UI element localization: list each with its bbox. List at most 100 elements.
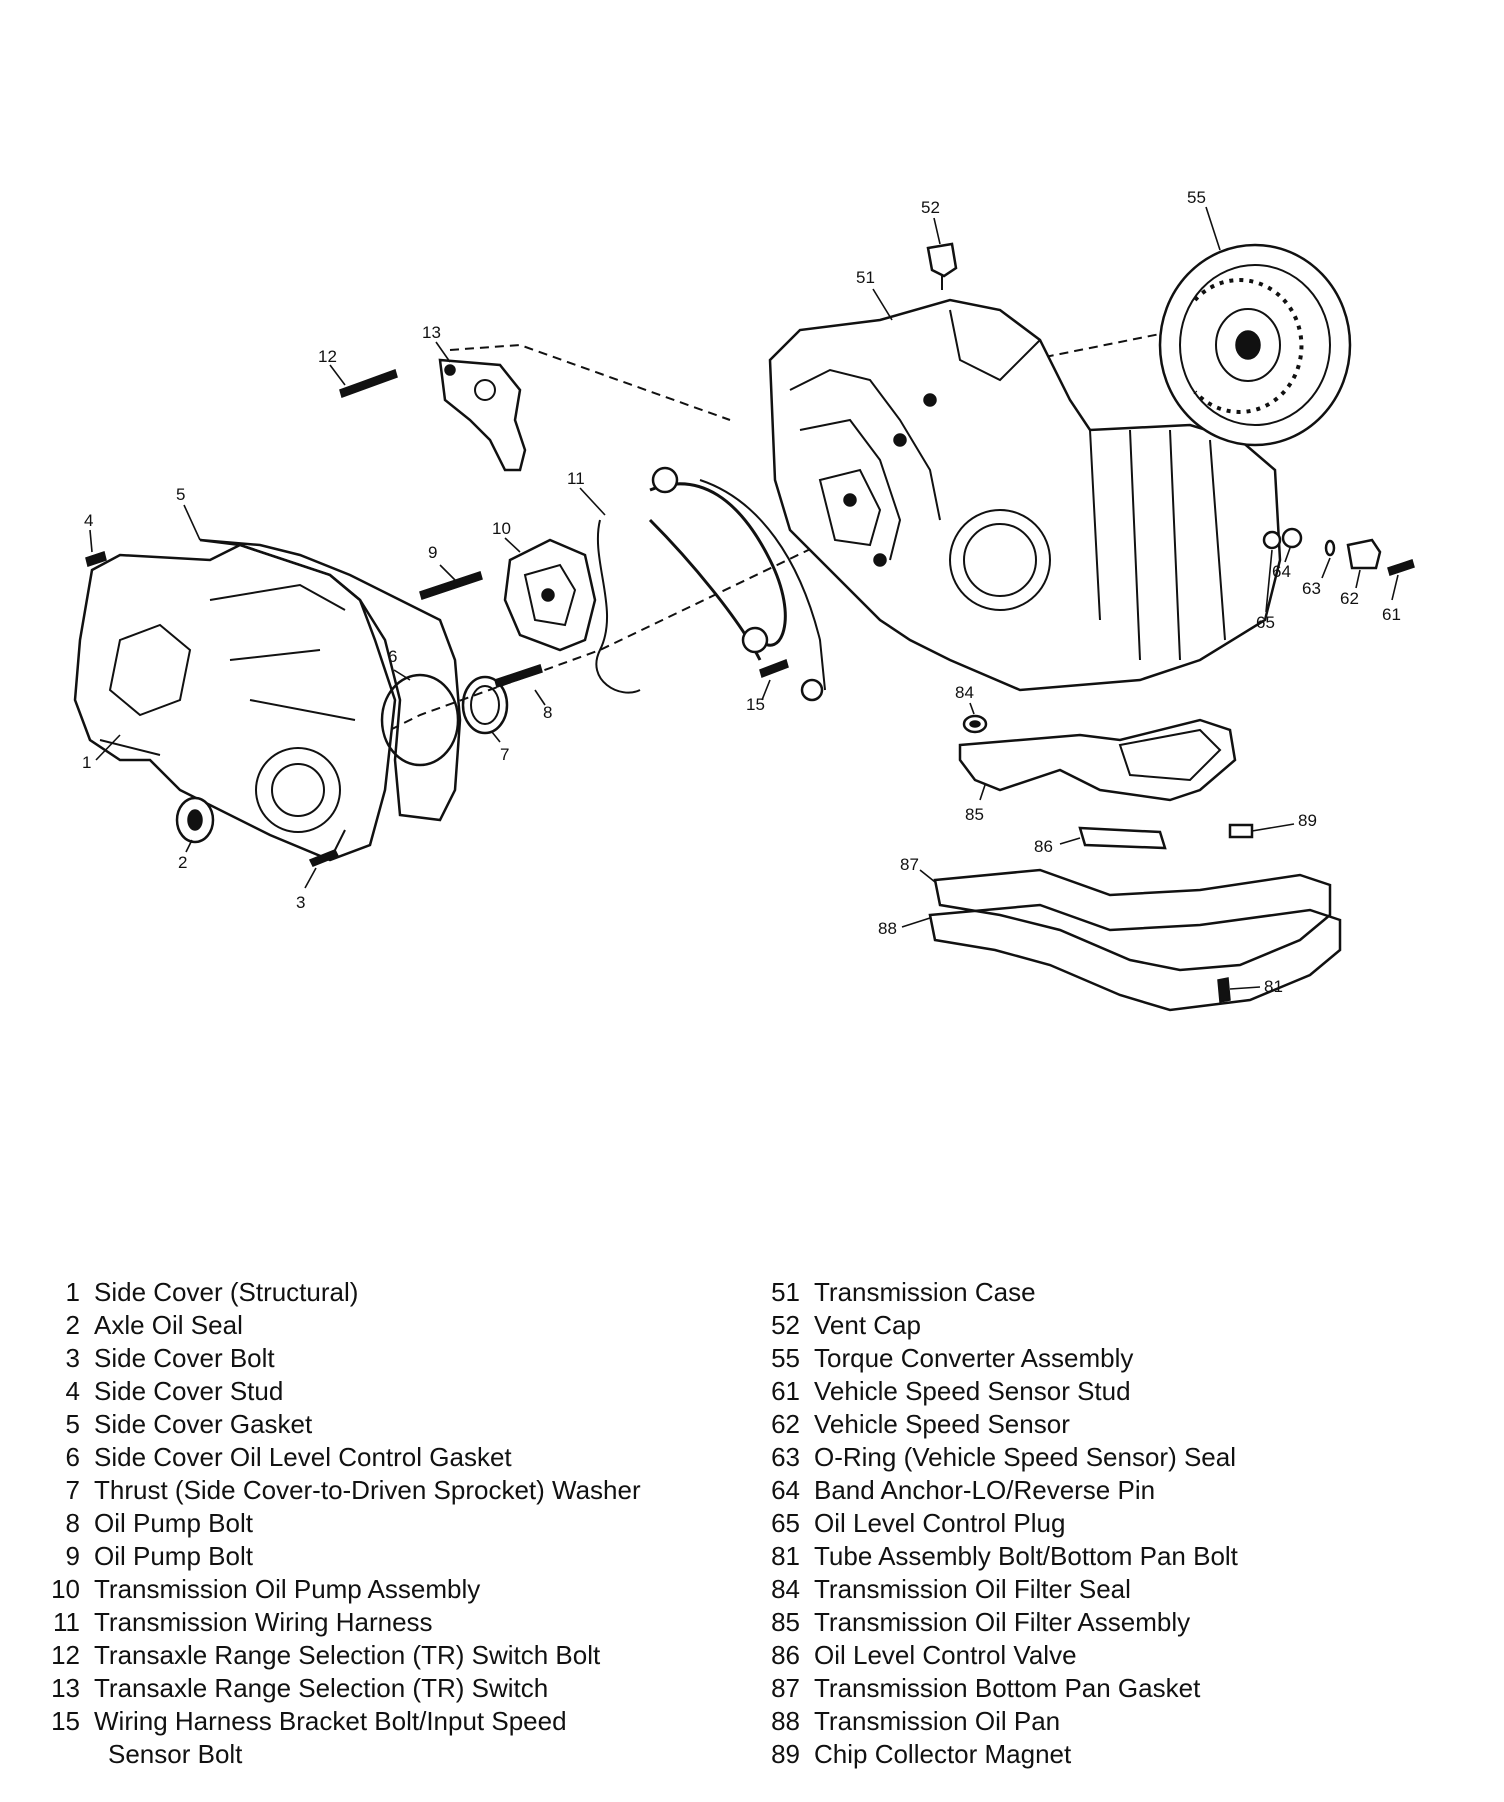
thrust-washer bbox=[461, 675, 509, 735]
legend-text: Side Cover Oil Level Control Gasket bbox=[94, 1442, 512, 1472]
legend-number: 5 bbox=[65, 1409, 80, 1439]
legend-text: O-Ring (Vehicle Speed Sensor) Seal bbox=[814, 1442, 1237, 1472]
legend-text: Side Cover Stud bbox=[94, 1376, 284, 1406]
vehicle-speed-sensor bbox=[1346, 538, 1382, 570]
legend-text: Transmission Oil Pump Assembly bbox=[94, 1574, 481, 1604]
callout-1: 1 bbox=[82, 753, 91, 772]
wiring-harness bbox=[595, 466, 826, 702]
legend-number: 55 bbox=[771, 1343, 800, 1373]
tr-switch bbox=[438, 358, 527, 472]
legend-number: 7 bbox=[65, 1475, 80, 1505]
oil-level-control-plug bbox=[1262, 530, 1282, 550]
band-anchor-pin bbox=[1281, 527, 1303, 549]
legend-text: Transmission Oil Filter Assembly bbox=[814, 1607, 1191, 1637]
legend-item: 81 Tube Assembly Bolt/Bottom Pan Bolt bbox=[760, 1540, 1480, 1573]
legend-text: Oil Pump Bolt bbox=[94, 1508, 253, 1538]
legend-text: Transmission Oil Pan bbox=[814, 1706, 1061, 1736]
callout-4: 4 bbox=[84, 511, 93, 530]
legend-number: 84 bbox=[771, 1574, 800, 1604]
oil-level-control-valve bbox=[1078, 826, 1167, 850]
oil-filter-seal bbox=[962, 714, 988, 734]
leader-lines bbox=[89, 206, 1399, 990]
legend-item: 65 Oil Level Control Plug bbox=[760, 1507, 1480, 1540]
callout-11: 11 bbox=[567, 469, 585, 488]
legend-number: 63 bbox=[771, 1442, 800, 1472]
legend-text: Thrust (Side Cover-to-Driven Sprocket) W… bbox=[94, 1475, 641, 1505]
legend-text: Side Cover Bolt bbox=[94, 1343, 275, 1373]
legend-text: Wiring Harness Bracket Bolt/Input Speed bbox=[94, 1706, 567, 1736]
callout-65: 65 bbox=[1256, 613, 1275, 632]
legend-number: 64 bbox=[771, 1475, 800, 1505]
legend-number: 52 bbox=[771, 1310, 800, 1340]
legend-text-continued: Sensor Bolt bbox=[108, 1739, 243, 1769]
legend-number: 81 bbox=[771, 1541, 800, 1571]
legend-item: 10 Transmission Oil Pump Assembly bbox=[40, 1573, 760, 1606]
legend-item: 63 O-Ring (Vehicle Speed Sensor) Seal bbox=[760, 1441, 1480, 1474]
axle-oil-seal bbox=[175, 796, 215, 844]
assembly-line bbox=[449, 343, 731, 421]
legend-text: Chip Collector Magnet bbox=[814, 1739, 1072, 1769]
callout-85: 85 bbox=[965, 805, 984, 824]
legend-text: Vehicle Speed Sensor Stud bbox=[814, 1376, 1131, 1406]
torque-converter bbox=[1158, 243, 1352, 447]
callout-51: 51 bbox=[856, 268, 875, 287]
callout-88: 88 bbox=[878, 919, 897, 938]
legend-text: Transmission Oil Filter Seal bbox=[814, 1574, 1131, 1604]
side-cover-gasket bbox=[199, 538, 462, 822]
legend-item: 84 Transmission Oil Filter Seal bbox=[760, 1573, 1480, 1606]
tr-switch-bolt bbox=[339, 369, 398, 398]
legend-item: 12 Transaxle Range Selection (TR) Switch … bbox=[40, 1639, 760, 1672]
legend-number: 3 bbox=[65, 1343, 80, 1373]
legend-number: 51 bbox=[771, 1277, 800, 1307]
callout-2: 2 bbox=[178, 853, 187, 872]
oil-pump-assembly bbox=[503, 538, 597, 652]
callout-9: 9 bbox=[428, 543, 437, 562]
callout-15: 15 bbox=[746, 695, 765, 714]
legend-text: Oil Level Control Plug bbox=[814, 1508, 1066, 1538]
callout-84: 84 bbox=[955, 683, 974, 702]
legend-text: Transaxle Range Selection (TR) Switch Bo… bbox=[94, 1640, 601, 1670]
legend-item: 89 Chip Collector Magnet bbox=[760, 1738, 1480, 1771]
callout-64: 64 bbox=[1272, 562, 1291, 581]
oil-pump-bolt bbox=[494, 664, 543, 688]
callout-55: 55 bbox=[1187, 188, 1206, 207]
legend-number: 12 bbox=[51, 1640, 80, 1670]
legend-number: 65 bbox=[771, 1508, 800, 1538]
legend-number: 15 bbox=[51, 1706, 80, 1736]
oil-level-control-gasket bbox=[380, 673, 460, 767]
legend-text: Transaxle Range Selection (TR) Switch bbox=[94, 1673, 549, 1703]
legend-text: Transmission Bottom Pan Gasket bbox=[814, 1673, 1201, 1703]
callout-7: 7 bbox=[500, 745, 509, 764]
legend-text: Oil Level Control Valve bbox=[814, 1640, 1077, 1670]
legend-number: 10 bbox=[51, 1574, 80, 1604]
vehicle-speed-sensor-stud bbox=[1387, 559, 1415, 576]
oil-pump-bolt bbox=[419, 571, 483, 600]
oil-filter-assembly bbox=[958, 718, 1237, 802]
callout-3: 3 bbox=[296, 893, 305, 912]
legend-text: Side Cover Gasket bbox=[94, 1409, 313, 1439]
legend-number: 61 bbox=[771, 1376, 800, 1406]
legend-text: Oil Pump Bolt bbox=[94, 1541, 253, 1571]
legend-text: Vehicle Speed Sensor bbox=[814, 1409, 1070, 1439]
transmission-case bbox=[768, 298, 1282, 692]
callout-52: 52 bbox=[921, 198, 940, 217]
legend-text: Tube Assembly Bolt/Bottom Pan Bolt bbox=[814, 1541, 1238, 1571]
side-cover-bolt bbox=[308, 849, 340, 867]
callout-86: 86 bbox=[1034, 837, 1053, 856]
legend-number: 89 bbox=[771, 1739, 800, 1769]
legend-number: 2 bbox=[65, 1310, 80, 1340]
